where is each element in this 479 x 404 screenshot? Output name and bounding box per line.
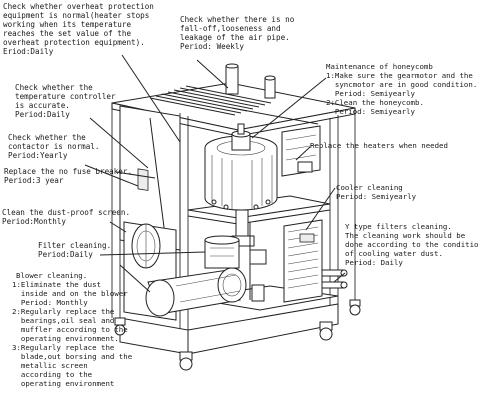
blower-assembly	[145, 267, 247, 317]
svg-text:Period: Daily: Period: Daily	[345, 258, 403, 267]
svg-text:fall-off,looseness and: fall-off,looseness and	[180, 24, 281, 33]
svg-text:2:Regularly replace the: 2:Regularly replace the	[12, 307, 115, 316]
svg-text:Cooler cleaning: Cooler cleaning	[336, 183, 403, 192]
y-type-filter	[321, 269, 348, 289]
svg-text:Period: Monthly: Period: Monthly	[12, 298, 88, 307]
svg-text:bearings,oil seal and: bearings,oil seal and	[12, 316, 114, 325]
svg-text:inside and on the blower: inside and on the blower	[12, 289, 128, 298]
svg-text:1:Make sure the gearmotor and: 1:Make sure the gearmotor and the	[326, 71, 473, 80]
svg-text:Check whether there is no: Check whether there is no	[180, 15, 295, 24]
svg-text:Period: Semiyearly: Period: Semiyearly	[326, 89, 416, 98]
svg-text:temperature controller: temperature controller	[15, 92, 116, 101]
svg-text:Maintenance of honeycomb: Maintenance of honeycomb	[326, 62, 433, 71]
svg-text:The cleaning work should be: The cleaning work should be	[345, 231, 466, 240]
svg-text:Replace the no fuse breaker.: Replace the no fuse breaker.	[4, 167, 132, 176]
svg-text:is accurate.: is accurate.	[15, 101, 70, 110]
svg-text:Period:Monthly: Period:Monthly	[2, 217, 66, 226]
note-heaters: Replace the heaters when needed	[310, 141, 448, 150]
svg-text:Period: Semiyearly: Period: Semiyearly	[336, 192, 417, 201]
air-pipe-inlet	[264, 77, 276, 99]
note-blower: Blower cleaning. 1:Eliminate the dust in…	[12, 271, 133, 388]
svg-text:leakage of the air pipe.: leakage of the air pipe.	[180, 33, 290, 42]
svg-text:operating environment.: operating environment.	[12, 334, 119, 343]
svg-text:contactor is normal.: contactor is normal.	[8, 142, 99, 151]
note-filter: Filter cleaning. Period:Daily	[38, 241, 111, 259]
svg-text:metallic screen: metallic screen	[12, 361, 88, 370]
svg-text:Blower cleaning.: Blower cleaning.	[16, 271, 87, 280]
svg-text:Period: Weekly: Period: Weekly	[180, 42, 244, 51]
note-cooler: Cooler cleaning Period: Semiyearly	[336, 183, 417, 201]
svg-text:of cooling water dust.: of cooling water dust.	[345, 249, 443, 258]
note-dust-proof-screen: Clean the dust-proof screen. Period:Mont…	[2, 208, 130, 226]
control-window	[137, 168, 149, 191]
svg-text:Period:Daily: Period:Daily	[38, 250, 93, 259]
svg-text:overheat protection equipment): overheat protection equipment).	[3, 38, 145, 47]
dryer-machine-drawing	[111, 63, 361, 371]
svg-text:Period:Yearly: Period:Yearly	[8, 151, 68, 160]
svg-text:Check whether the: Check whether the	[8, 133, 86, 142]
svg-text:Check whether overheat protect: Check whether overheat protection	[3, 2, 154, 11]
svg-text:Period: Semiyearly: Period: Semiyearly	[326, 107, 416, 116]
castor-wheels	[114, 299, 361, 371]
heater-box	[281, 125, 321, 177]
svg-text:operating environment: operating environment	[12, 379, 114, 388]
svg-text:1:Eliminate the dust: 1:Eliminate the dust	[12, 280, 101, 289]
svg-text:Y type filters cleaning.: Y type filters cleaning.	[345, 222, 452, 231]
note-fuse-breaker: Replace the no fuse breaker. Period:3 ye…	[4, 167, 132, 185]
note-y-type-filter: Y type filters cleaning. The cleaning wo…	[345, 222, 479, 267]
svg-text:Eriod:Daily: Eriod:Daily	[3, 47, 54, 56]
svg-text:blade,out borsing and the: blade,out borsing and the	[12, 352, 133, 361]
svg-text:Period:3 year: Period:3 year	[4, 176, 64, 185]
svg-text:syncmotor are in good conditio: syncmotor are in good condition.	[326, 80, 477, 89]
note-honeycomb: Maintenance of honeycomb 1:Make sure the…	[326, 62, 477, 116]
svg-text:Clean the dust-proof screen.: Clean the dust-proof screen.	[2, 208, 130, 217]
svg-text:working when its temperature: working when its temperature	[3, 20, 131, 29]
note-overheat-protection: Check whether overheat protection equipm…	[3, 2, 154, 56]
filter-housing	[204, 235, 240, 269]
svg-text:Check whether the: Check whether the	[15, 83, 93, 92]
honeycomb-drum	[204, 123, 278, 211]
cooler-unit	[283, 219, 323, 303]
svg-text:reaches the set value of the: reaches the set value of the	[3, 29, 131, 38]
svg-text:muffler according to the: muffler according to the	[12, 325, 128, 334]
svg-text:equipment is normal(heater sto: equipment is normal(heater stops	[3, 11, 149, 20]
note-contactor: Check whether the contactor is normal. P…	[8, 133, 99, 160]
leader-lines	[84, 54, 346, 293]
note-air-pipe: Check whether there is no fall-off,loose…	[180, 15, 295, 51]
svg-text:3:Regularly replace the: 3:Regularly replace the	[12, 343, 115, 352]
svg-text:2:Clean the honeycomb.: 2:Clean the honeycomb.	[326, 98, 424, 107]
note-temperature-controller: Check whether the temperature controller…	[15, 83, 116, 119]
svg-text:done according to the conditio: done according to the condition	[345, 240, 479, 249]
air-pipe-outlet	[225, 65, 239, 95]
svg-text:according to the: according to the	[12, 370, 93, 379]
svg-text:Replace the heaters when neede: Replace the heaters when needed	[310, 141, 448, 150]
svg-text:Filter cleaning.: Filter cleaning.	[38, 241, 111, 250]
svg-text:Period:Daily: Period:Daily	[15, 110, 70, 119]
